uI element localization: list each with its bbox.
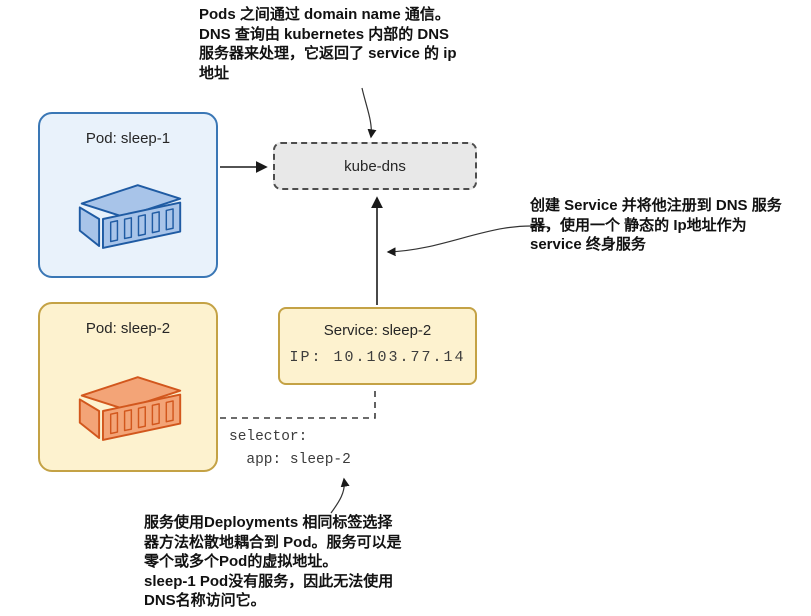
dashed-link-pod2-to-service (220, 388, 376, 419)
container-icon (74, 180, 186, 258)
arrow-dnsnote-to-kubedns (361, 87, 377, 139)
kube-dns-node: kube-dns (273, 142, 477, 190)
annotation-service: 创建 Service 并将他注册到 DNS 服务 器，使用一个 静态的 Ip地址… (530, 197, 782, 253)
pod-sleep-2-node: Pod: sleep-2 (38, 302, 218, 472)
pod-sleep-1-label: Pod: sleep-1 (85, 130, 171, 147)
selector-label: selector: app: sleep-2 (229, 429, 351, 468)
annotation-selector: 服务使用Deployments 相同标签选择 器方法松散地耦合到 Pod。服务可… (144, 514, 402, 609)
pod-sleep-2-label: Pod: sleep-2 (85, 320, 171, 337)
arrow-servicenote-to-line (386, 225, 549, 257)
service-sleep-2-node: Service: sleep-2 IP: 10.103.77.14 (278, 307, 477, 385)
service-ip-value: IP: 10.103.77.14 (289, 349, 466, 366)
service-sleep-2-label: Service: sleep-2 (323, 322, 432, 339)
kube-dns-label: kube-dns (344, 157, 406, 175)
pod-sleep-1-node: Pod: sleep-1 (38, 112, 218, 278)
annotation-dns: Pods 之间通过 domain name 通信。 DNS 查询由 kubern… (199, 6, 457, 82)
container-icon (74, 372, 186, 450)
arrow-selectornote-to-selector (330, 477, 350, 514)
